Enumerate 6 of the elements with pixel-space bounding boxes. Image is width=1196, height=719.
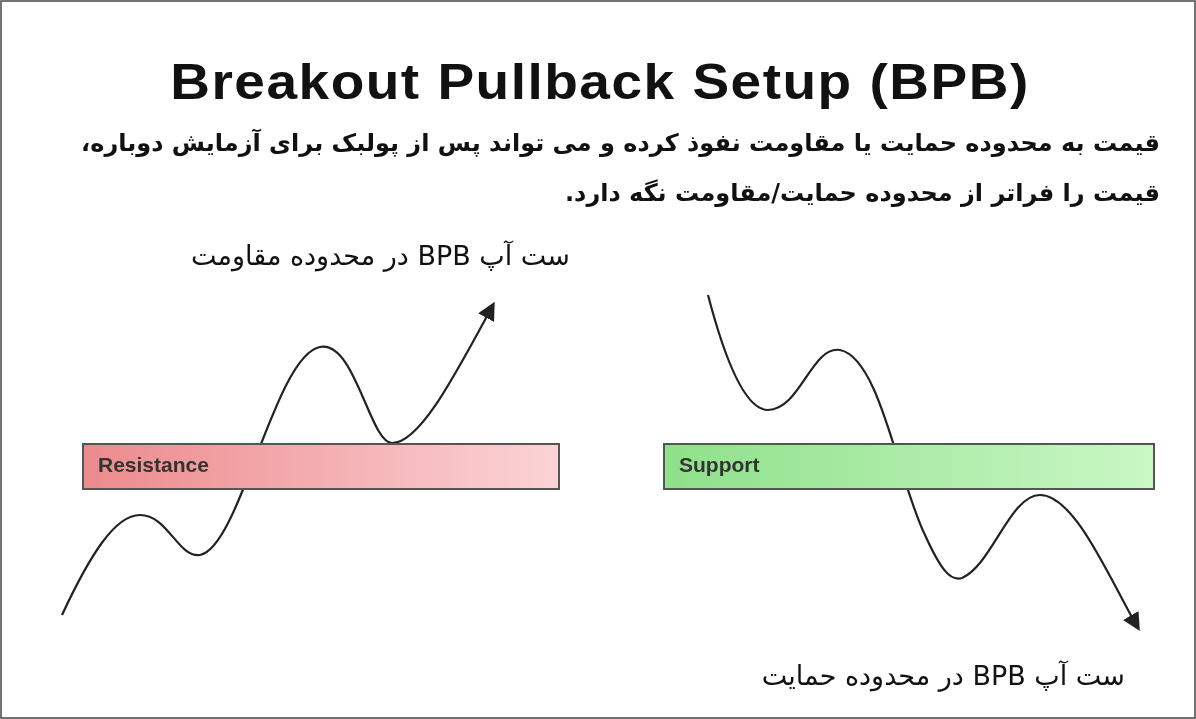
description-text: قیمت به محدوده حمایت یا مقاومت نفوذ کرده و می تواند پس از پولبک برای آزمایش دوباره، قیمت را فراتر از محدوده حمایت/مقاومت نگه دارد. [80,128,1160,209]
support-band: Support [663,443,1155,490]
setup-caption: ست آپ BPB در محدوده حمایت [760,659,1125,694]
title: Breakout Pullback Setup (BPB) [169,54,1031,110]
resistance-band: Resistance [82,443,560,490]
setup-caption: ست آپ BPB در محدوده مقاومت [190,239,570,274]
